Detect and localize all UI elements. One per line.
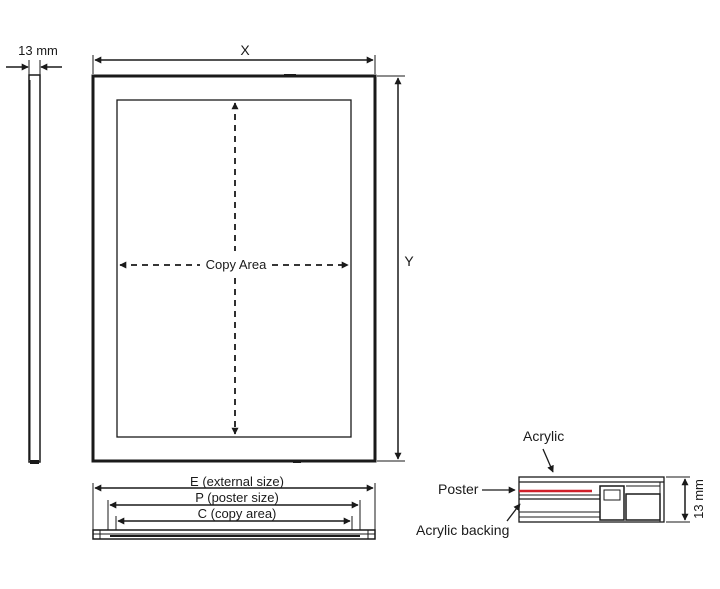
cross-section-detail: 13 mm Acrylic Poster Acrylic backing (416, 428, 706, 538)
side-profile: 13 mm (6, 43, 62, 464)
external-size-label: E (external size) (190, 474, 284, 489)
section-thickness-label: 13 mm (691, 479, 706, 519)
acrylic-leader (542, 448, 554, 473)
poster-size-label: P (poster size) (195, 490, 279, 505)
frame-inner-copy-area (116, 99, 352, 438)
acrylic-backing-leader (506, 503, 521, 522)
width-label: X (240, 42, 250, 58)
front-view: X Y Copy Area (91, 42, 414, 463)
extrusion-chamber-2 (625, 493, 661, 521)
side-thickness-label: 13 mm (18, 43, 58, 58)
acrylic-backing-label: Acrylic backing (416, 522, 509, 538)
acrylic-label: Acrylic (523, 428, 564, 444)
bottom-view: E (external size) P (poster size) C (cop… (92, 474, 376, 540)
side-profile-bar (28, 74, 41, 463)
height-label: Y (404, 253, 414, 269)
copy-area-label: Copy Area (206, 257, 267, 272)
copy-area-dim-label: C (copy area) (198, 506, 277, 521)
poster-label: Poster (438, 481, 479, 497)
